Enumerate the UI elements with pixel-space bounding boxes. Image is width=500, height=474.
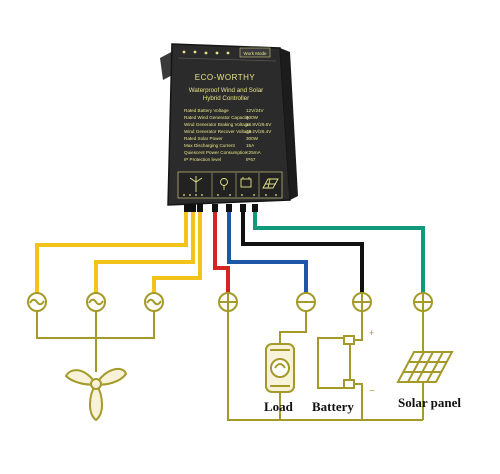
led-2	[193, 50, 197, 54]
spec-label: Wind Generator Braking Voltage	[184, 122, 250, 127]
wire-blue	[227, 212, 308, 293]
wire-black	[241, 212, 364, 293]
solar-panel-icon	[262, 178, 279, 189]
turbine-blade-left	[64, 369, 98, 386]
spec-label: IP Protection level	[184, 157, 221, 162]
solar-grid-v1	[407, 351, 425, 383]
spec-value: 13.2V/26.4V	[246, 129, 272, 134]
terminal-screws	[183, 194, 277, 196]
spec-value: 400W	[246, 115, 259, 120]
solar-grid-v2	[416, 351, 434, 383]
brand-label: ECO-WORTHY	[195, 73, 256, 82]
indicator-leds	[182, 50, 230, 55]
led-5	[226, 51, 230, 55]
solar-panel-component	[396, 351, 454, 390]
cable-glands	[184, 204, 258, 212]
spec-value: IP67	[246, 157, 256, 162]
wind-turbine-icon	[189, 176, 203, 192]
controller-side	[280, 48, 298, 200]
product-line-2: Hybrid Controller	[203, 95, 249, 102]
label-solar: Solar panel	[398, 395, 461, 410]
wire-wind-3	[152, 212, 202, 293]
spec-label: Rated Wind Generator Capacity	[184, 115, 250, 120]
wire-wind-1	[35, 212, 188, 293]
mode-badge: Work Mode	[244, 51, 267, 56]
spec-label: Quiescent Power Consumption	[184, 150, 248, 155]
label-battery: Battery	[312, 399, 354, 414]
wind-turbine	[64, 367, 128, 422]
product-line-1: Waterproof Wind and Solar	[189, 87, 263, 94]
solar-grid-v3	[426, 351, 444, 383]
dc-terminal-icon	[296, 292, 316, 312]
spec-label: Max Discharging Current	[184, 143, 236, 148]
battery-plus-sign: +	[369, 328, 374, 338]
ac-terminal-icon	[86, 292, 106, 312]
wire-red	[213, 212, 230, 293]
battery-terminal-pos	[343, 335, 355, 345]
spec-list: Rated Battery Voltage 12V/24V Rated Wind…	[184, 108, 272, 162]
spec-value: <25mA	[246, 150, 262, 155]
wire-wind-2	[94, 212, 195, 293]
battery-component: + −	[317, 328, 375, 397]
load-bulb	[270, 358, 290, 378]
label-load: Load	[264, 399, 294, 414]
turbine-hub	[90, 378, 102, 390]
ac-terminal-icon	[27, 292, 47, 312]
load-filament	[274, 363, 286, 369]
dc-terminal-icon	[352, 292, 372, 312]
spec-label: Wind Generator Recover Voltage	[184, 129, 252, 134]
mode-badge-box	[239, 47, 271, 58]
led-1	[182, 50, 186, 54]
dc-terminal-icon	[413, 292, 433, 312]
ac-terminal-icon	[144, 292, 164, 312]
battery-icon	[240, 177, 252, 188]
spec-label: Rated Battery Voltage	[184, 108, 229, 113]
spec-value: 300W	[246, 136, 259, 141]
wires	[35, 212, 425, 293]
indicator-strip	[177, 57, 277, 62]
led-4	[215, 51, 219, 55]
led-3	[204, 51, 208, 55]
battery-minus-sign: −	[369, 386, 375, 397]
battery-terminal-neg	[343, 379, 355, 389]
spec-value: 15A	[246, 143, 255, 148]
bulb-icon	[220, 178, 228, 190]
turbine-blade-bottom	[89, 382, 103, 422]
controller-unit: Work Mode ECO-WORTHY Waterproof Wind and…	[160, 43, 298, 212]
load-component	[265, 343, 295, 393]
spec-value: 14.8V/29.6V	[246, 122, 272, 127]
spec-value: 12V/24V	[246, 108, 265, 113]
terminal-symbols	[27, 292, 433, 312]
turbine-blade-right	[94, 367, 128, 386]
spec-label: Rated Solar Power	[184, 136, 223, 141]
dc-terminal-icon	[218, 292, 238, 312]
common-return	[227, 311, 423, 421]
load-branch	[279, 311, 307, 344]
wire-green	[253, 212, 425, 293]
